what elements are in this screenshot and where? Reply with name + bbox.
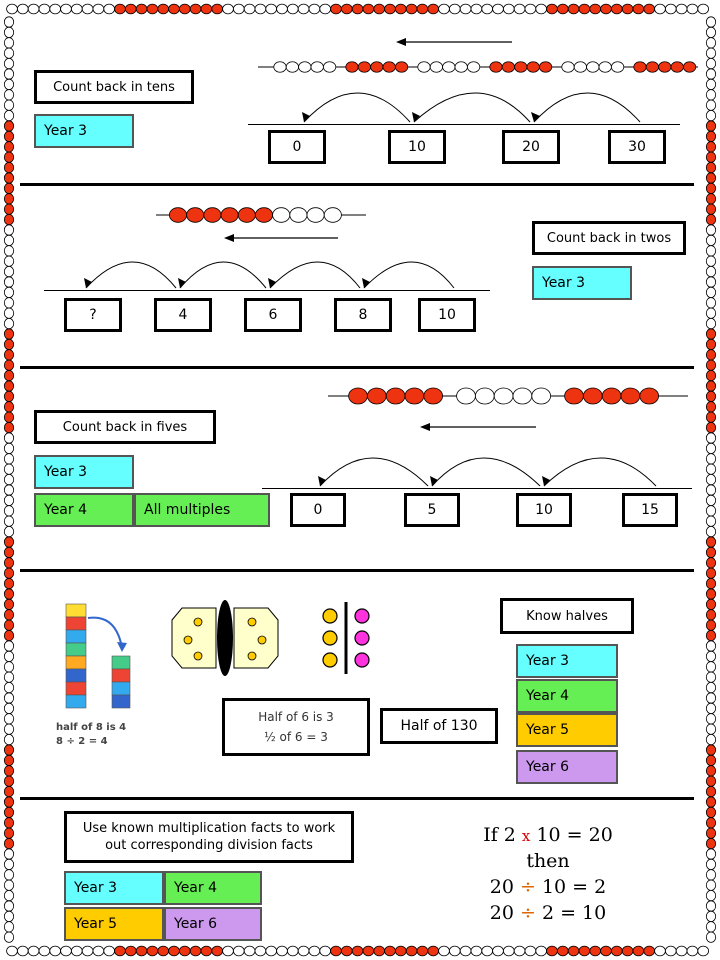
- divide-sign: ÷: [520, 876, 536, 898]
- equation-line: 20 ÷ 10 = 2: [468, 876, 628, 898]
- number-box: 10: [516, 493, 572, 527]
- equation-line: 20 ÷ 2 = 10: [468, 902, 628, 924]
- half-fraction-text: ½ of 6 = 3: [264, 730, 328, 744]
- year-3-badge: Year 3: [34, 455, 134, 489]
- eq-text: 20: [489, 876, 514, 898]
- eq-text: 20: [489, 902, 514, 924]
- number-box: 15: [622, 493, 678, 527]
- cube-caption: half of 8 is 4: [56, 722, 127, 733]
- eq-text: 10 = 2: [541, 876, 607, 898]
- half-of-6-box: Half of 6 is 3 ½ of 6 = 3: [222, 698, 370, 756]
- equation-line: then: [468, 850, 628, 872]
- count-back-tens-label: Count back in tens: [34, 70, 194, 104]
- half-of-130-box: Half of 130: [380, 708, 498, 744]
- jump-arrows: [84, 261, 455, 289]
- all-multiples-badge: All multiples: [134, 493, 270, 527]
- count-back-twos-label: Count back in twos: [532, 221, 686, 255]
- half-of-6-text: Half of 6 is 3: [258, 710, 334, 724]
- section-divider: [20, 569, 694, 572]
- jump-arrows: [302, 92, 641, 123]
- eq-text: If 2: [483, 824, 516, 846]
- number-box: 6: [244, 298, 302, 332]
- number-line: [44, 290, 490, 291]
- arrow-left: [420, 423, 536, 431]
- section-divider: [20, 183, 694, 186]
- year-6-badge: Year 6: [516, 750, 618, 784]
- number-box: 5: [404, 493, 460, 527]
- number-box: ?: [64, 298, 122, 332]
- eq-text: 10 = 20: [536, 824, 613, 846]
- year-3-badge: Year 3: [532, 266, 632, 300]
- number-box: 0: [268, 130, 326, 164]
- cube-caption: 8 ÷ 2 = 4: [56, 736, 108, 747]
- year-3-badge: Year 3: [34, 114, 134, 148]
- number-box: 10: [418, 298, 476, 332]
- know-halves-label: Know halves: [500, 598, 634, 634]
- year-5-badge: Year 5: [64, 907, 164, 941]
- number-box: 4: [154, 298, 212, 332]
- number-box: 8: [334, 298, 392, 332]
- arrow-left: [224, 234, 338, 242]
- multiply-sign: x: [521, 827, 531, 845]
- number-box: 0: [290, 493, 346, 527]
- section-divider: [20, 366, 694, 369]
- eq-text: then: [526, 850, 570, 872]
- dots-halving-icon: [322, 602, 370, 674]
- number-box: 10: [388, 130, 446, 164]
- bead-string-twos: [156, 207, 366, 223]
- eq-text: 2 = 10: [541, 902, 607, 924]
- arrow-left: [396, 38, 512, 46]
- divide-sign: ÷: [520, 902, 536, 924]
- year-5-badge: Year 5: [516, 713, 618, 747]
- number-box: 20: [502, 130, 560, 164]
- year-3-badge: Year 3: [64, 871, 164, 905]
- division-facts-label: Use known multiplication facts to work o…: [64, 811, 354, 863]
- year-4-badge: Year 4: [34, 493, 134, 527]
- cube-towers-illustration: [65, 603, 131, 709]
- year-3-badge: Year 3: [516, 644, 618, 678]
- count-back-fives-label: Count back in fives: [34, 410, 216, 444]
- butterfly-icon: [171, 600, 279, 676]
- number-box: 30: [608, 130, 666, 164]
- bead-string-fives: [328, 387, 688, 405]
- jump-arrows: [318, 457, 657, 487]
- year-4-badge: Year 4: [516, 679, 618, 713]
- section-divider: [20, 797, 694, 800]
- year-4-badge: Year 4: [164, 871, 262, 905]
- number-line: [248, 124, 680, 125]
- year-6-badge: Year 6: [164, 907, 262, 941]
- equation-line: If 2 x 10 = 20: [468, 824, 628, 846]
- bead-string-tens: [258, 61, 698, 73]
- number-line: [262, 488, 692, 489]
